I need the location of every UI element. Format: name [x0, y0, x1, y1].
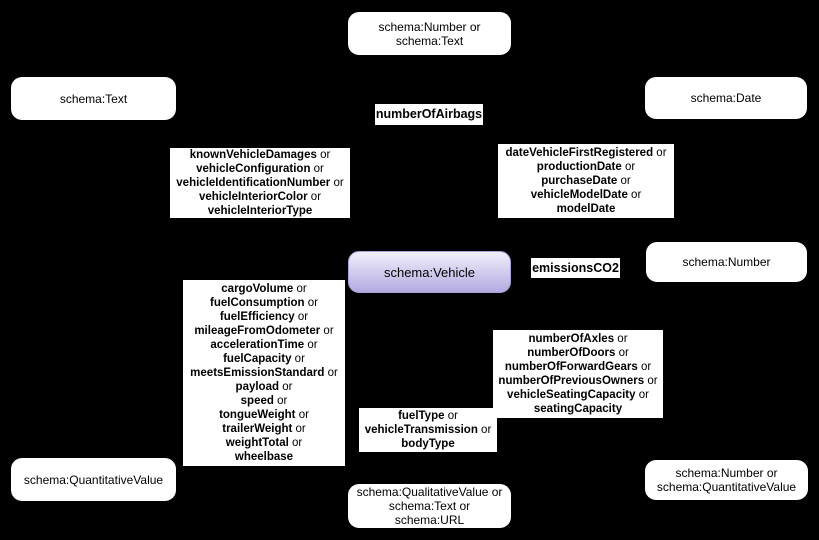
node-text-line: vehicleConfiguration or [196, 163, 324, 175]
node-text-line: purchaseDate or [541, 175, 631, 187]
property-label-text-group: knownVehicleDamages or vehicleConfigurati… [170, 148, 350, 218]
node-text-line: vehicleInteriorType [207, 205, 313, 217]
node-text-line: bodyType [401, 438, 455, 450]
node-text-line: fuelEfficiency or [219, 311, 309, 323]
node-text-line: productionDate or [536, 161, 636, 173]
node-text-line: weightTotal or [225, 437, 303, 449]
node-text-line: payload or [235, 381, 293, 393]
type-node-quantitative-value: schema:QuantitativeValue [11, 458, 176, 501]
edge-label-emissions-co2: emissionsCO2 [531, 258, 620, 278]
node-text-line: numberOfAxles or [528, 333, 628, 345]
node-text-line: vehicleInteriorColor or [198, 191, 322, 203]
node-text-line: vehicleTransmission or [364, 424, 492, 436]
property-label-date-group: dateVehicleFirstRegistered or productionD… [498, 144, 674, 218]
node-text-line: accelerationTime or [210, 339, 318, 351]
node-text-line: fuelType or [398, 410, 458, 422]
class-node-schema-vehicle: schema:Vehicle [348, 251, 511, 293]
node-text-line: schema:Text [59, 91, 128, 106]
node-text-line: schema:Date [690, 91, 762, 105]
node-text-line: schema:Text or [388, 499, 471, 513]
node-text-line: numberOfAirbags [375, 107, 483, 121]
node-text-line: schema:Text [395, 33, 464, 48]
node-text-line: seatingCapacity [533, 403, 623, 415]
node-text-line: fuelConsumption or [210, 297, 318, 309]
property-label-fuel-group: fuelType or vehicleTransmission or bodyTyp… [359, 408, 497, 452]
node-text-line: schema:URL [394, 513, 465, 527]
node-text-line: wheelbase [234, 451, 294, 463]
type-node-text: schema:Text [11, 77, 176, 120]
node-text-line: dateVehicleFirstRegistered or [505, 147, 667, 159]
node-text-line: vehicleIdentificationNumber or [176, 177, 344, 189]
node-text-line: numberOfForwardGears or [504, 361, 652, 373]
node-text-line: speed or [240, 395, 288, 407]
node-text-line: fuelCapacity or [223, 353, 305, 365]
node-text-line: schema:Vehicle [383, 264, 476, 280]
node-text-line: vehicleModelDate or [530, 189, 642, 201]
node-text-line: schema:Number or [378, 19, 481, 34]
type-node-date: schema:Date [645, 77, 807, 119]
node-text-line: tongueWeight or [219, 409, 309, 421]
node-text-line: mileageFromOdometer or [194, 325, 334, 337]
node-text-line: vehicleSeatingCapacity or [507, 389, 649, 401]
type-node-number: schema:Number [646, 242, 807, 282]
property-label-quantitative-group: cargoVolume or fuelConsumption or fuelEffi… [183, 280, 345, 466]
node-text-line: emissionsCO2 [532, 260, 619, 275]
node-text-line: numberOfDoors or [527, 347, 629, 359]
node-text-line: schema:QualitativeValue or [356, 485, 503, 499]
node-text-line: schema:Number [682, 255, 771, 269]
node-text-line: schema:Number or [675, 466, 778, 480]
node-text-line: cargoVolume or [221, 283, 307, 295]
node-text-line: numberOfPreviousOwners or [498, 375, 658, 387]
node-text-line: modelDate [556, 203, 616, 215]
property-label-number-group: numberOfAxles or numberOfDoors or numberOf… [493, 330, 663, 418]
edge-label-number-of-airbags: numberOfAirbags [375, 104, 483, 125]
node-text-line: trailerWeight or [222, 423, 306, 435]
node-text-line: schema:QuantitativeValue [656, 480, 797, 494]
node-text-line: knownVehicleDamages or [189, 149, 331, 161]
node-text-line: meetsEmissionStandard or [190, 367, 338, 379]
node-text-line: schema:QuantitativeValue [23, 472, 164, 487]
